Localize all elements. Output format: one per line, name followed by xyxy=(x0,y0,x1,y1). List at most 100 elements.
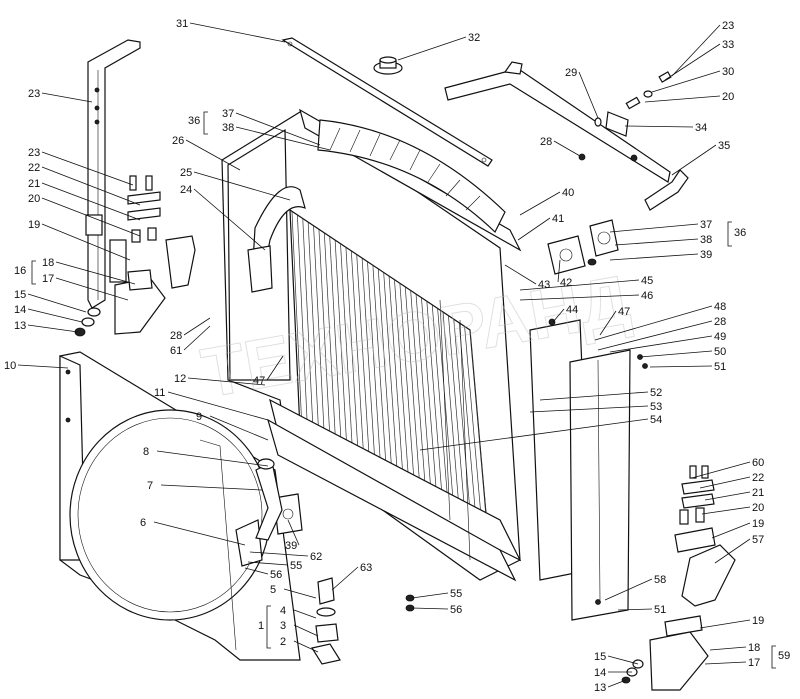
hose-7-8 xyxy=(255,458,283,541)
callout-label: 15 xyxy=(14,289,26,301)
lower-bracket-39 xyxy=(235,493,303,567)
leader-line xyxy=(704,661,747,665)
core-fin xyxy=(388,276,405,500)
callout-label: 54 xyxy=(650,414,662,426)
leader-line xyxy=(578,71,599,119)
leader-line xyxy=(27,324,79,333)
leader-line xyxy=(167,391,269,421)
leader-line xyxy=(411,607,449,610)
callout-label: 63 xyxy=(360,562,372,574)
bracket xyxy=(266,605,271,649)
callout-label: 26 xyxy=(172,135,184,147)
callout-label: 20 xyxy=(28,193,40,205)
leader-line xyxy=(664,43,721,81)
leader-line xyxy=(671,144,717,176)
callout-label: 59 xyxy=(778,650,790,662)
leader-line xyxy=(293,624,319,637)
callout-label: 30 xyxy=(722,66,734,78)
core-fin xyxy=(345,247,360,469)
callout-label: 46 xyxy=(641,290,653,302)
callout-label: 37 xyxy=(222,108,234,120)
callout-label: 47 xyxy=(618,306,630,318)
leader-line xyxy=(519,279,640,291)
leader-line xyxy=(624,125,694,128)
leader-line xyxy=(699,619,751,629)
leader-line xyxy=(651,70,721,93)
callout-label: 23 xyxy=(28,88,40,100)
core-fin xyxy=(329,237,343,458)
callout-label: 12 xyxy=(174,373,186,385)
bracket xyxy=(31,260,36,285)
leader-line xyxy=(249,551,309,557)
callout-label: 49 xyxy=(714,331,726,343)
leader-line xyxy=(691,461,751,479)
callout-label: 16 xyxy=(14,265,26,277)
callout-label: 56 xyxy=(450,604,462,616)
core-fin xyxy=(372,265,388,489)
leader-line xyxy=(17,364,69,369)
core-fin xyxy=(324,233,337,454)
leader-line xyxy=(209,415,269,441)
callout-label: 18 xyxy=(42,257,54,269)
leader-line xyxy=(649,365,713,368)
drain-tap-assembly xyxy=(311,577,341,665)
leader-line xyxy=(614,238,699,246)
callout-label: 32 xyxy=(468,32,480,44)
callout-label: 4 xyxy=(280,605,286,617)
callout-label: 13 xyxy=(14,320,26,332)
callout-label: 25 xyxy=(180,167,192,179)
hose-24-25 xyxy=(247,186,306,293)
core-fin xyxy=(318,229,331,450)
core-fin xyxy=(302,219,314,438)
leader-line xyxy=(235,112,321,146)
callout-label: 14 xyxy=(14,304,26,316)
leader-line xyxy=(27,293,87,313)
leader-line xyxy=(597,320,713,351)
leader-line xyxy=(293,609,317,619)
core-fin xyxy=(415,294,434,520)
callout-label: 55 xyxy=(450,588,462,600)
leader-line xyxy=(617,608,653,611)
leader-line xyxy=(607,655,639,665)
leader-line xyxy=(183,317,211,336)
leader-line xyxy=(599,310,617,336)
callout-label: 40 xyxy=(562,187,574,199)
callout-label: 41 xyxy=(552,213,564,225)
leader-line xyxy=(704,491,751,501)
leader-line xyxy=(41,166,141,206)
callout-label: 53 xyxy=(650,401,662,413)
callout-label: 36 xyxy=(734,227,746,239)
leader-line xyxy=(519,191,561,216)
callout-label: 7 xyxy=(147,480,153,492)
leader-line xyxy=(244,567,269,575)
leader-line xyxy=(156,450,269,467)
leader-line xyxy=(607,679,627,688)
leader-line xyxy=(55,261,136,285)
leader-line xyxy=(711,522,751,539)
callout-label: 43 xyxy=(538,279,550,291)
left-hardware-stack xyxy=(114,175,196,335)
leader-line xyxy=(331,566,359,591)
leader-line xyxy=(701,506,751,515)
callout-label: 51 xyxy=(654,604,666,616)
callout-label: 13 xyxy=(594,682,606,694)
callout-label: 20 xyxy=(722,91,734,103)
callout-label: 42 xyxy=(560,277,572,289)
core-fin xyxy=(334,240,348,462)
callout-label: 50 xyxy=(714,346,726,358)
leader-line xyxy=(529,405,649,413)
core-fin xyxy=(394,279,411,504)
right-side-plate xyxy=(529,318,648,621)
core-fin xyxy=(307,222,320,442)
callout-label: 20 xyxy=(752,502,764,514)
leader-line xyxy=(557,259,561,283)
leader-line xyxy=(55,277,129,301)
callout-label: 18 xyxy=(748,642,760,654)
right-hardware-stack xyxy=(674,465,736,607)
leader-line xyxy=(609,335,713,353)
left-washers xyxy=(74,307,101,337)
leader-line xyxy=(235,126,331,151)
leader-line xyxy=(247,561,289,566)
